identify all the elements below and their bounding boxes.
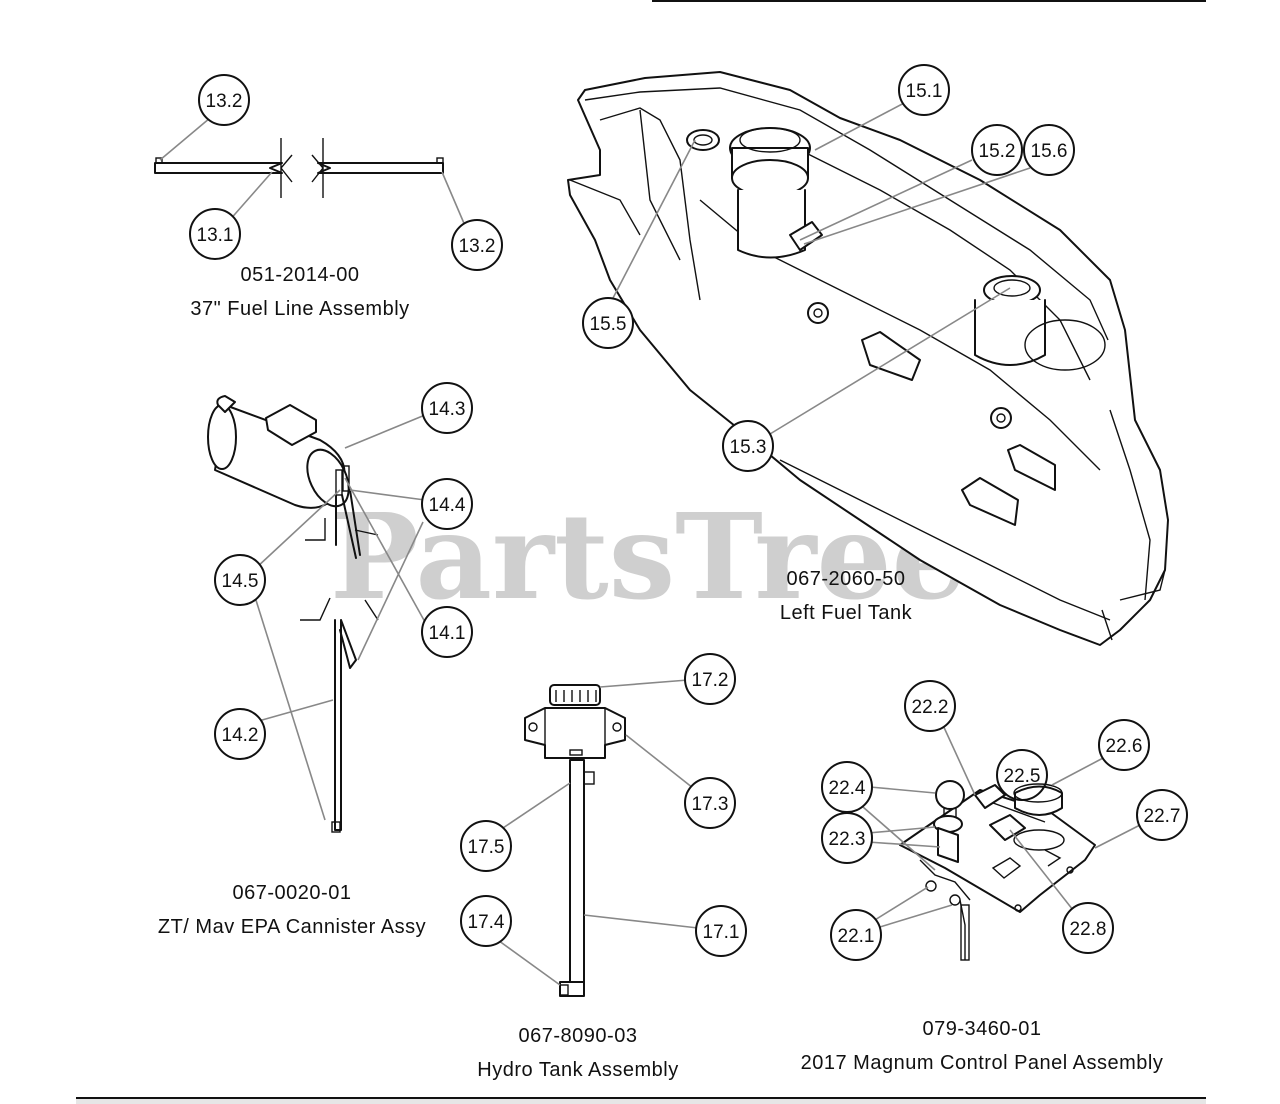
caption-fuel-line: 051-2014-00 37" Fuel Line Assembly [190, 264, 409, 320]
callout-22-1: 22.1 [830, 909, 882, 961]
caption-control-panel: 079-3460-01 2017 Magnum Control Panel As… [801, 1018, 1164, 1074]
callout-label: 15.3 [730, 437, 767, 458]
callout-label: 17.4 [468, 912, 505, 933]
cannister-drawing [207, 395, 379, 833]
callout-label: 22.1 [838, 926, 875, 947]
assembly-name: Left Fuel Tank [780, 602, 913, 624]
callout-label: 22.2 [912, 697, 949, 718]
callout-22-8: 22.8 [1062, 902, 1114, 954]
leader-lines [159, 101, 1141, 986]
callout-label: 13.2 [459, 236, 496, 257]
callout-17-4: 17.4 [460, 895, 512, 947]
callout-label: 14.3 [429, 399, 466, 420]
caption-cannister: 067-0020-01 ZT/ Mav EPA Cannister Assy [158, 882, 426, 938]
callout-13-2-top: 13.2 [198, 74, 250, 126]
part-number: 067-8090-03 [519, 1025, 638, 1047]
callout-label: 22.3 [829, 829, 866, 850]
callout-17-2: 17.2 [684, 653, 736, 705]
callout-15-2: 15.2 [971, 124, 1023, 176]
callout-14-3: 14.3 [421, 382, 473, 434]
callout-label: 14.5 [222, 571, 259, 592]
callout-label: 17.2 [692, 670, 729, 691]
part-number: 051-2014-00 [241, 264, 360, 286]
callout-22-6: 22.6 [1098, 719, 1150, 771]
top-rule [652, 0, 1206, 2]
control-panel-drawing [899, 780, 1096, 961]
assembly-name: 37" Fuel Line Assembly [190, 298, 409, 320]
callout-label: 14.1 [429, 623, 466, 644]
callout-15-6: 15.6 [1023, 124, 1075, 176]
callout-14-4: 14.4 [421, 478, 473, 530]
callout-label: 22.4 [829, 778, 866, 799]
callout-label: 17.1 [703, 922, 740, 943]
callout-label: 22.7 [1144, 806, 1181, 827]
callout-label: 15.5 [590, 314, 627, 335]
assembly-name: 2017 Magnum Control Panel Assembly [801, 1052, 1164, 1074]
assembly-name: ZT/ Mav EPA Cannister Assy [158, 916, 426, 938]
callout-14-2: 14.2 [214, 708, 266, 760]
callout-22-4: 22.4 [821, 761, 873, 813]
callout-17-5: 17.5 [460, 820, 512, 872]
callout-label: 14.4 [429, 495, 466, 516]
callout-22-7: 22.7 [1136, 789, 1188, 841]
callout-14-1: 14.1 [421, 606, 473, 658]
callout-13-1: 13.1 [189, 208, 241, 260]
callout-label: 14.2 [222, 725, 259, 746]
assembly-name: Hydro Tank Assembly [477, 1059, 678, 1081]
caption-fuel-tank: 067-2060-50 Left Fuel Tank [780, 568, 913, 624]
part-number: 067-0020-01 [233, 882, 352, 904]
callout-17-1: 17.1 [695, 905, 747, 957]
callout-label: 22.5 [1004, 766, 1041, 787]
callout-label: 22.8 [1070, 919, 1107, 940]
part-number: 079-3460-01 [923, 1018, 1042, 1040]
callout-label: 22.6 [1106, 736, 1143, 757]
callout-13-2-right: 13.2 [451, 219, 503, 271]
footer-bar [76, 1097, 1206, 1104]
callout-label: 15.2 [979, 141, 1016, 162]
callout-14-5: 14.5 [214, 554, 266, 606]
callout-15-3: 15.3 [722, 420, 774, 472]
callout-label: 15.6 [1031, 141, 1068, 162]
callout-22-5: 22.5 [996, 749, 1048, 801]
hydro-tank-drawing [524, 684, 626, 997]
callout-label: 13.2 [206, 91, 243, 112]
callout-label: 15.1 [906, 81, 943, 102]
callout-15-5: 15.5 [582, 297, 634, 349]
fuel-tank-drawing [567, 71, 1169, 646]
callout-22-2: 22.2 [904, 680, 956, 732]
caption-hydro-tank: 067-8090-03 Hydro Tank Assembly [477, 1025, 678, 1081]
fuel-line-drawing [154, 138, 444, 198]
callout-label: 13.1 [197, 225, 234, 246]
callout-label: 17.3 [692, 794, 729, 815]
callout-22-3: 22.3 [821, 812, 873, 864]
callout-15-1: 15.1 [898, 64, 950, 116]
part-number: 067-2060-50 [787, 568, 906, 590]
callout-17-3: 17.3 [684, 777, 736, 829]
callout-label: 17.5 [468, 837, 505, 858]
